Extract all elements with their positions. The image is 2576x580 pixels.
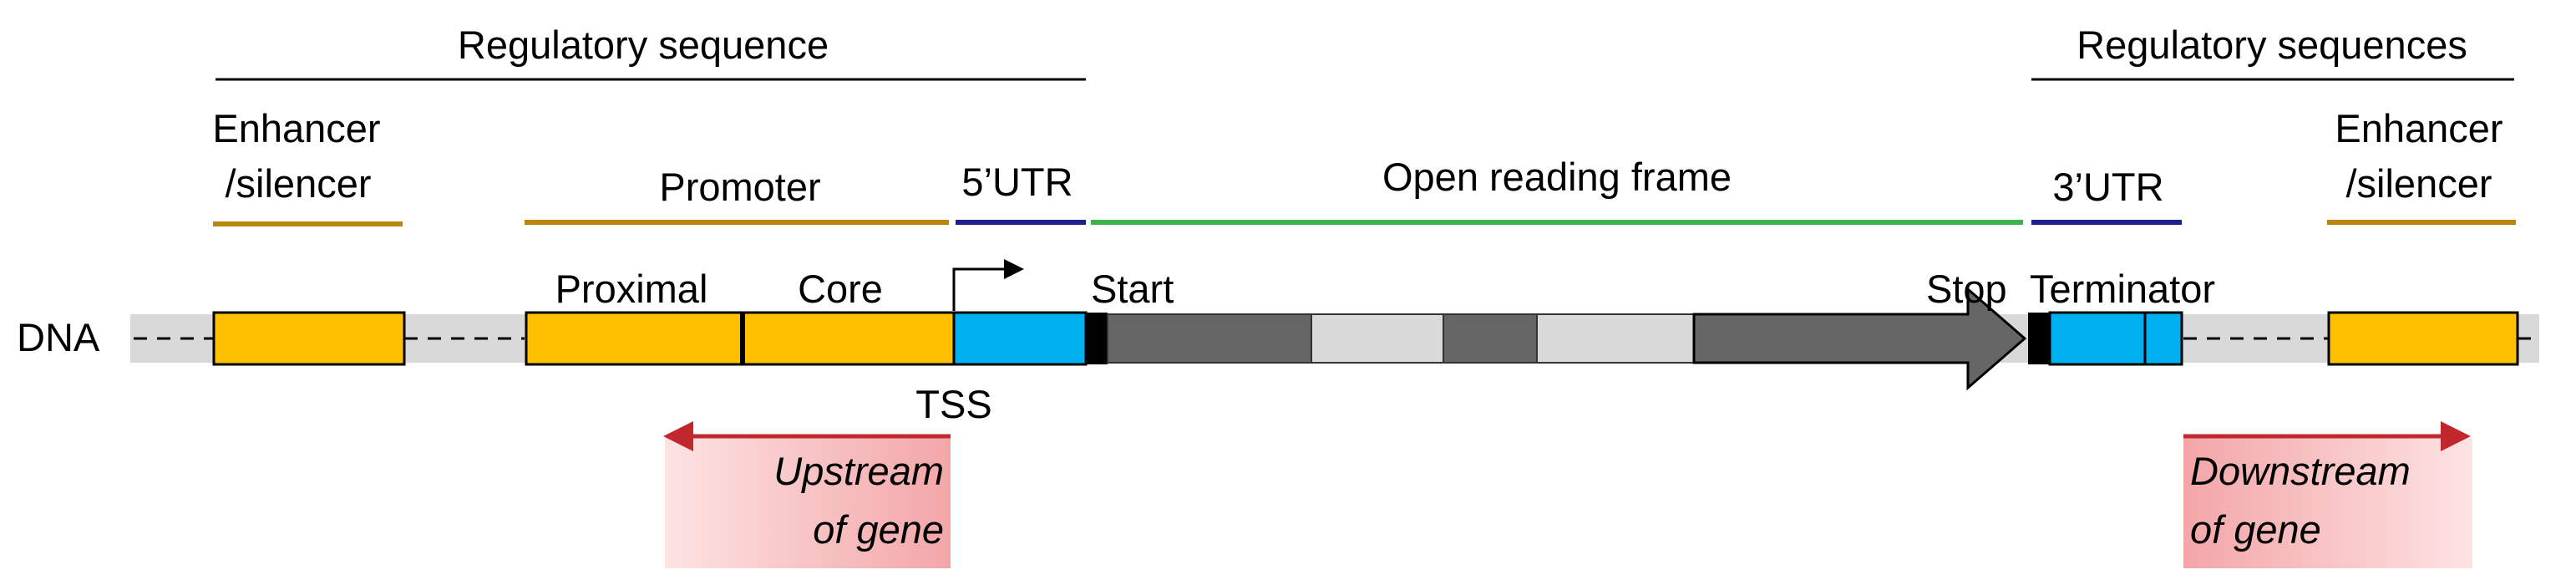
exon-3-arrow <box>1692 286 2027 391</box>
stop-label: Stop <box>1926 267 2007 311</box>
regulatory-right-label: Regulatory sequences <box>2077 23 2467 67</box>
core-label: Core <box>798 267 883 311</box>
exon-2 <box>1443 313 1538 364</box>
downstream-arrowhead <box>2441 421 2471 451</box>
tss-arrow <box>952 259 1024 311</box>
enhancer-right-label-1: Enhancer <box>2335 106 2502 150</box>
promoter-divider <box>740 313 745 364</box>
dna-label: DNA <box>17 315 100 359</box>
tss-label: TSS <box>915 382 991 426</box>
exon-1 <box>1107 313 1312 364</box>
start-label: Start <box>1091 267 1174 311</box>
upstream-shade <box>665 438 951 568</box>
regulatory-left-label: Regulatory sequence <box>458 23 829 67</box>
orf-label: Open reading frame <box>1382 155 1732 199</box>
terminator-label: Terminator <box>2030 267 2215 311</box>
downstream-label-1: Downstream <box>2190 449 2411 493</box>
proximal-label: Proximal <box>555 267 708 311</box>
upstream-label-1: Upstream <box>773 449 944 493</box>
enhancer-left-box <box>212 311 406 366</box>
enhancer-left-label-2: /silencer <box>225 161 371 206</box>
utr5-box <box>952 311 1088 366</box>
enhancer-right-box <box>2327 311 2519 366</box>
utr3-label: 3’UTR <box>2052 165 2163 209</box>
utr3-box <box>2048 311 2183 366</box>
enhancer-left-label-1: Enhancer <box>212 106 380 150</box>
downstream-indicator: Downstream of gene <box>2183 421 2472 568</box>
promoter-proximal-box <box>525 311 745 366</box>
intron-1 <box>1311 313 1444 364</box>
upstream-arrowhead <box>663 421 693 451</box>
enhancer-right-label-2: /silencer <box>2345 161 2492 206</box>
upstream-label-2: of gene <box>813 507 944 552</box>
intron-2 <box>1536 313 1695 364</box>
utr5-label: 5’UTR <box>961 160 1072 204</box>
stop-codon <box>2028 313 2050 364</box>
promoter-core-box <box>742 311 956 366</box>
promoter-label: Promoter <box>659 165 820 209</box>
upstream-indicator: Upstream of gene <box>663 421 951 568</box>
downstream-shade <box>2183 438 2472 568</box>
gene-body <box>1107 286 2027 391</box>
start-codon <box>1086 313 1108 364</box>
downstream-label-2: of gene <box>2190 507 2321 552</box>
